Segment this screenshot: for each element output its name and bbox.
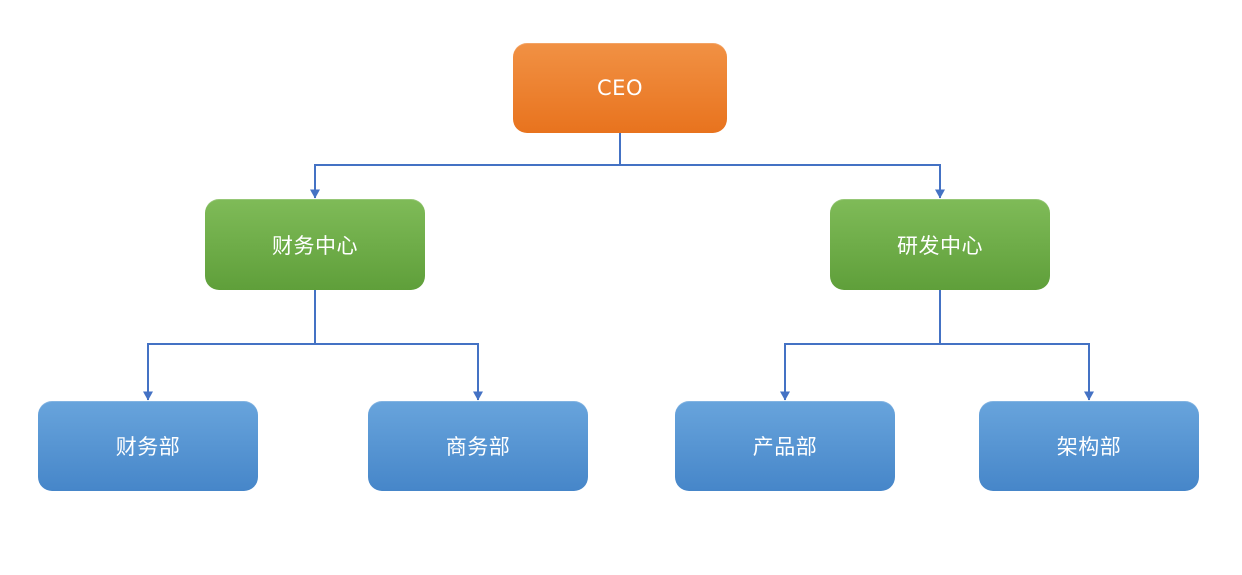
- edge-rd-center-to-product-dept: [780, 290, 941, 401]
- node-architecture-dept[interactable]: 架构部: [979, 401, 1199, 491]
- edge-ceo-to-finance-center: [310, 133, 621, 199]
- edge-rd-center-to-architecture-dept: [939, 290, 1094, 401]
- node-product-dept[interactable]: 产品部: [675, 401, 895, 491]
- node-finance-center[interactable]: 财务中心: [205, 199, 425, 290]
- node-finance-center-label: 财务中心: [272, 233, 358, 258]
- edge-finance-center-to-finance-dept: [143, 290, 316, 401]
- node-business-dept-label: 商务部: [445, 435, 511, 459]
- node-product-dept-label: 产品部: [752, 435, 818, 459]
- node-rd-center[interactable]: 研发中心: [830, 199, 1050, 290]
- edge-finance-center-to-business-dept: [314, 290, 483, 401]
- node-finance-dept[interactable]: 财务部: [38, 401, 258, 491]
- node-ceo[interactable]: CEO: [513, 43, 727, 133]
- node-architecture-dept-label: 架构部: [1056, 435, 1122, 459]
- node-business-dept[interactable]: 商务部: [368, 401, 588, 491]
- edge-ceo-to-rd-center: [619, 133, 945, 199]
- node-finance-dept-label: 财务部: [115, 435, 181, 459]
- node-rd-center-label: 研发中心: [897, 233, 983, 258]
- node-ceo-label: CEO: [597, 76, 643, 100]
